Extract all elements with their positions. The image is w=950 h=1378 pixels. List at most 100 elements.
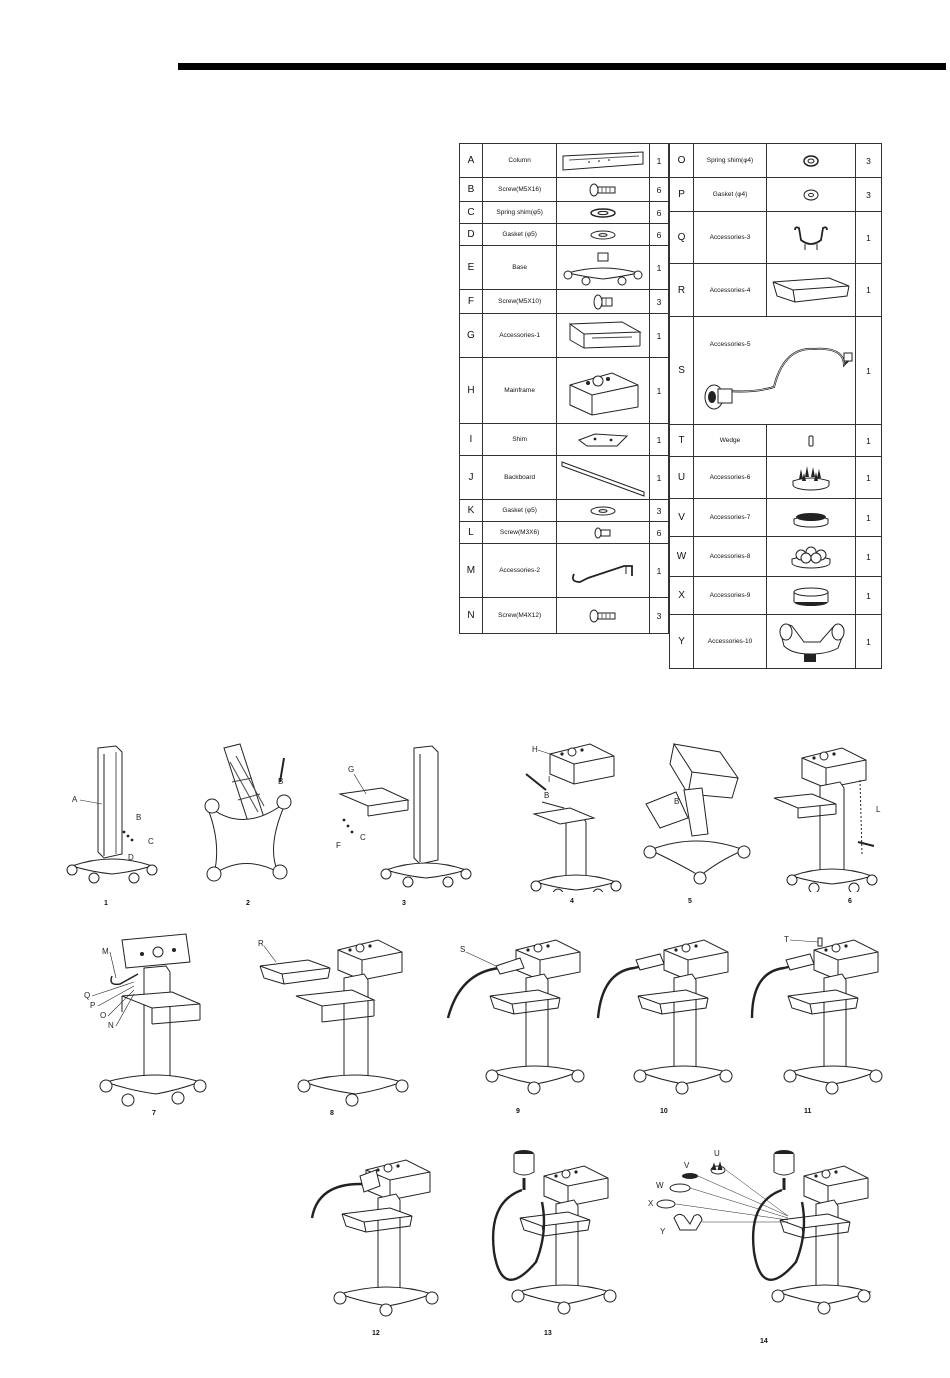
part-qty: 3 (649, 499, 669, 522)
part-qty: 1 (854, 316, 883, 425)
assembly-step-6: L 6 (770, 742, 888, 905)
part-name: Screw(M5X16) (481, 177, 558, 202)
part-name: Accessories-2 (481, 543, 558, 598)
table-row: T Wedge 1 (668, 424, 883, 457)
part-code: T (668, 424, 695, 457)
tray-icon (765, 263, 856, 317)
step-number: 4 (570, 898, 574, 905)
part-name: Screw(M3X6) (481, 521, 558, 544)
screw-icon (556, 597, 651, 634)
table-row: L Screw(M3X6) 6 (459, 521, 669, 544)
holder-clip-icon (765, 211, 856, 264)
label-M: M (102, 947, 109, 956)
part-code: D (459, 223, 483, 246)
part-qty: 1 (649, 423, 669, 456)
part-name: Wedge (693, 424, 767, 457)
part-qty: 1 (649, 313, 669, 358)
spring-shim-icon (765, 143, 856, 178)
assembly-step-12: 12 (300, 1148, 440, 1337)
part-name: Column (481, 143, 558, 178)
hook-icon (556, 543, 651, 598)
table-row: G Accessories-1 1 (459, 313, 669, 358)
part-code: W (668, 536, 695, 577)
wedge-icon (765, 424, 856, 457)
assembly-step-1: A B C D 1 (52, 742, 172, 907)
part-code: G (459, 313, 483, 358)
part-qty: 6 (649, 201, 669, 224)
part-code: F (459, 289, 483, 314)
table-row: M Accessories-2 1 (459, 543, 669, 598)
table-row: O Spring shim(φ4) 3 (668, 143, 883, 178)
label-G: G (348, 765, 354, 774)
gasket-icon (556, 499, 651, 522)
handpiece-cable-icon (704, 347, 853, 410)
part-qty: 3 (649, 597, 669, 634)
gasket-icon (765, 177, 856, 212)
label-C: C (360, 833, 366, 842)
roller-head-icon (765, 614, 856, 669)
label-B: B (136, 813, 141, 822)
part-code: C (459, 201, 483, 224)
part-qty: 1 (854, 576, 883, 615)
table-row: F Screw(M5X10) 3 (459, 289, 669, 314)
label-Q: Q (84, 991, 90, 1000)
step-number: 6 (848, 898, 852, 905)
table-row: I Shim 1 (459, 423, 669, 456)
table-row: J Backboard 1 (459, 455, 669, 500)
table-row: X Accessories-9 1 (668, 576, 883, 615)
label-A: A (72, 795, 78, 804)
assembly-step-13: 13 (478, 1142, 618, 1337)
label-W: W (656, 1181, 664, 1190)
part-code: M (459, 543, 483, 598)
step-number: 12 (372, 1330, 380, 1337)
backboard-icon (556, 455, 651, 500)
mainframe-icon (556, 357, 651, 424)
label-R: R (258, 939, 264, 948)
part-qty: 1 (854, 424, 883, 457)
part-name: Gasket (φ5) (481, 223, 558, 246)
assembly-step-9: S 9 (440, 932, 590, 1115)
label-D: D (128, 853, 134, 862)
part-code: X (668, 576, 695, 615)
step-number: 3 (402, 900, 406, 907)
part-qty: 3 (649, 289, 669, 314)
part-code: I (459, 423, 483, 456)
part-name: Accessories-5 (709, 341, 751, 348)
part-code: U (668, 456, 695, 499)
part-name: Gasket (φ4) (693, 177, 767, 212)
part-code: H (459, 357, 483, 424)
spring-shim-icon (556, 201, 651, 224)
part-name: Accessories-7 (693, 498, 767, 537)
part-code: L (459, 521, 483, 544)
shelf-icon (556, 313, 651, 358)
part-qty: 6 (649, 177, 669, 202)
step-number: 7 (152, 1110, 156, 1117)
assembly-step-2: B 2 (192, 742, 312, 907)
part-code: K (459, 499, 483, 522)
part-qty: 1 (854, 211, 883, 264)
part-code: V (668, 498, 695, 537)
assembly-step-14: V U W X Y 14 (644, 1142, 874, 1345)
part-name: Accessories-9 (693, 576, 767, 615)
part-code: S (668, 316, 695, 425)
assembly-step-3: G C F 3 (330, 742, 480, 907)
step-number: 5 (688, 898, 692, 905)
shim-plate-icon (556, 423, 651, 456)
label-L: L (876, 805, 881, 814)
part-code: R (668, 263, 695, 317)
part-name: Accessories-8 (693, 536, 767, 577)
label-N: N (108, 1021, 114, 1030)
part-code: N (459, 597, 483, 634)
part-code: Y (668, 614, 695, 669)
gasket-icon (556, 223, 651, 246)
flat-head-icon (765, 576, 856, 615)
part-code: Q (668, 211, 695, 264)
parts-table-right: O Spring shim(φ4) 3 P Gasket (φ4) 3 Q Ac… (668, 143, 883, 669)
label-O: O (100, 1011, 106, 1020)
part-qty: 1 (854, 536, 883, 577)
table-row: B Screw(M5X16) 6 (459, 177, 669, 202)
label-X: X (648, 1199, 654, 1208)
part-qty: 1 (854, 614, 883, 669)
assembly-step-8: R 8 (252, 932, 412, 1117)
step-number: 2 (246, 900, 250, 907)
